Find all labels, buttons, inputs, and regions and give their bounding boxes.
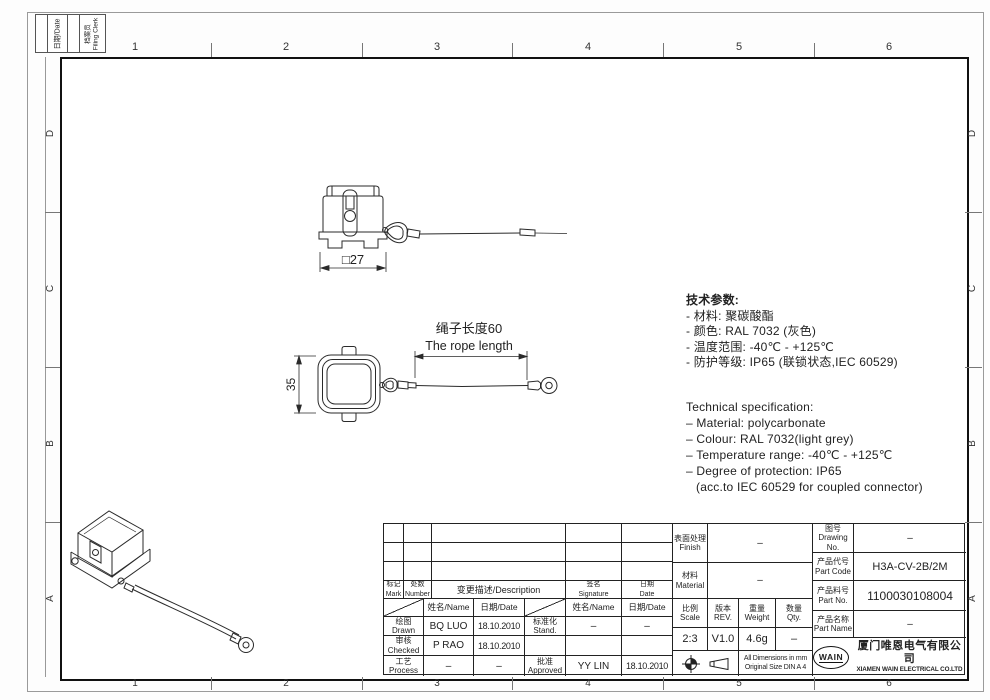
specs-en-title: Technical specification: xyxy=(686,400,814,414)
filing-cell-clerk: 档案员 Filing Clerk xyxy=(79,14,106,53)
rope-length-dim-en: The rope length xyxy=(425,339,513,353)
finish-label: 表面处理 Finish xyxy=(673,524,708,563)
scale-label: 比例 Scale xyxy=(673,599,708,628)
plan-view xyxy=(317,346,558,422)
zone-bottom-2: 2 xyxy=(283,678,289,689)
iso-view xyxy=(70,510,254,653)
drawing-no-label: 图号 Drawing No. xyxy=(813,524,854,553)
spec-cn-line: - 材料: 聚碳酸酯 xyxy=(686,308,774,323)
role-approved: 批准 Approved xyxy=(525,656,566,676)
specs-english: Technical specification: – Material: pol… xyxy=(686,399,923,495)
process-name: – xyxy=(424,656,474,676)
material-label: 材料 Material xyxy=(673,563,708,599)
zone-top-3: 3 xyxy=(433,41,441,53)
drawing-no-value: – xyxy=(854,524,966,553)
finish-value: – xyxy=(708,524,813,563)
datum-target-icon xyxy=(681,654,700,673)
checked-date: 18.10.2010 xyxy=(474,636,525,656)
qty-label: 数量 Qty. xyxy=(776,599,813,628)
front-view-dimension: □27 xyxy=(319,252,387,272)
spec-en-line: (acc.to IEC 60529 for coupled connector) xyxy=(696,480,923,494)
subheader-date1: 日期/Date xyxy=(474,599,525,617)
weight-value: 4.6g xyxy=(739,628,776,651)
spec-cn-line: - 防护等级: IP65 (联锁状态,IEC 60529) xyxy=(686,355,898,369)
subheader-date2: 日期/Date xyxy=(622,599,673,617)
process-date: – xyxy=(474,656,525,676)
subheader-name1: 姓名/Name xyxy=(424,599,474,617)
role-drawn: 绘图 Drawn xyxy=(384,617,424,636)
part-code-label: 产品代号 Part Code xyxy=(813,553,854,581)
qty-value: – xyxy=(776,628,813,651)
wain-logo: WAIN xyxy=(813,645,849,669)
spec-en-line: – Temperature range: -40℃ - +125℃ xyxy=(686,448,893,462)
zone-top-6: 6 xyxy=(885,41,893,53)
part-name-label: 产品名称 Part Name xyxy=(813,611,854,638)
dimension-note: All Dimensions in mm Original Size DIN A… xyxy=(739,651,813,676)
specs-cn-title: 技术参数: xyxy=(686,293,739,307)
zone-bottom-5: 5 xyxy=(736,678,742,689)
front-view xyxy=(318,185,568,249)
drawn-date: 18.10.2010 xyxy=(474,617,525,636)
zone-bottom-4: 4 xyxy=(585,678,591,689)
role-stand: 标准化 Stand. xyxy=(525,617,566,636)
zone-bottom-3: 3 xyxy=(434,678,440,689)
rev-header-mark: 标记 Mark xyxy=(384,581,404,599)
spec-en-line: – Colour: RAL 7032(light grey) xyxy=(686,432,854,446)
zone-top-1: 1 xyxy=(131,41,139,53)
material-value: – xyxy=(708,563,813,599)
part-no-label: 产品料号 Part No. xyxy=(813,581,854,611)
company-name-cn: 厦门唯恩电气有限公司 xyxy=(857,640,962,665)
plan-height-dim-text: 35 xyxy=(284,378,298,392)
subheader-name2: 姓名/Name xyxy=(566,599,622,617)
company-name-en: XIAMEN WAIN ELECTRICAL CO.LTD xyxy=(856,666,963,673)
title-block: 标记 Mark 处数 Number 变更描述/Description 签名 Si… xyxy=(383,523,966,676)
part-name-value: – xyxy=(854,611,966,638)
zone-top-4: 4 xyxy=(584,41,592,53)
spec-en-line: – Degree of protection: IP65 xyxy=(686,464,842,478)
plan-view-dimensions: 35 绳子长度60 The rope length xyxy=(284,321,529,415)
diagonal-cell xyxy=(384,599,424,617)
part-code-value: H3A-CV-2B/2M xyxy=(854,553,966,581)
rev-header-number: 处数 Number xyxy=(404,581,432,599)
sheet-outer-border xyxy=(27,12,984,692)
first-angle-projection-icon xyxy=(709,657,728,670)
rev-label: 版本 REV. xyxy=(708,599,739,628)
zone-bottom-1: 1 xyxy=(132,678,138,689)
part-no-value: 1100030108004 xyxy=(854,581,966,611)
weight-label: 重量 Weight xyxy=(739,599,776,628)
rev-header-signature: 签名 Signature xyxy=(566,581,622,599)
company-cell: WAIN 厦门唯恩电气有限公司 XIAMEN WAIN ELECTRICAL C… xyxy=(813,638,966,676)
approved-date: 18.10.2010 xyxy=(622,656,673,676)
spec-en-line: – Material: polycarbonate xyxy=(686,416,826,430)
scale-value: 2:3 xyxy=(673,628,708,651)
checked-name: P RAO xyxy=(424,636,474,656)
rope-length-dim-cn: 绳子长度60 xyxy=(436,321,502,336)
stand-date: – xyxy=(622,617,673,636)
rev-header-description: 变更描述/Description xyxy=(432,581,566,599)
role-checked: 审核 Checked xyxy=(384,636,424,656)
rev-value: V1.0 xyxy=(708,628,739,651)
zone-top-2: 2 xyxy=(282,41,290,53)
spec-cn-line: - 温度范围: -40℃ - +125℃ xyxy=(686,339,834,354)
role-process: 工艺 Process xyxy=(384,656,424,676)
spec-cn-line: - 颜色: RAL 7032 (灰色) xyxy=(686,324,817,338)
specs-chinese: 技术参数: - 材料: 聚碳酸酯 - 颜色: RAL 7032 (灰色) - 温… xyxy=(686,293,898,371)
drawn-name: BQ LUO xyxy=(424,617,474,636)
diagonal-cell xyxy=(525,599,566,617)
rev-header-date: 日期 Date xyxy=(622,581,673,599)
stand-name: – xyxy=(566,617,622,636)
front-width-dim-text: □27 xyxy=(342,252,364,267)
zone-top-5: 5 xyxy=(735,41,743,53)
projection-symbols xyxy=(673,651,739,676)
zone-bottom-6: 6 xyxy=(886,678,892,689)
approved-name: YY LIN xyxy=(566,656,622,676)
